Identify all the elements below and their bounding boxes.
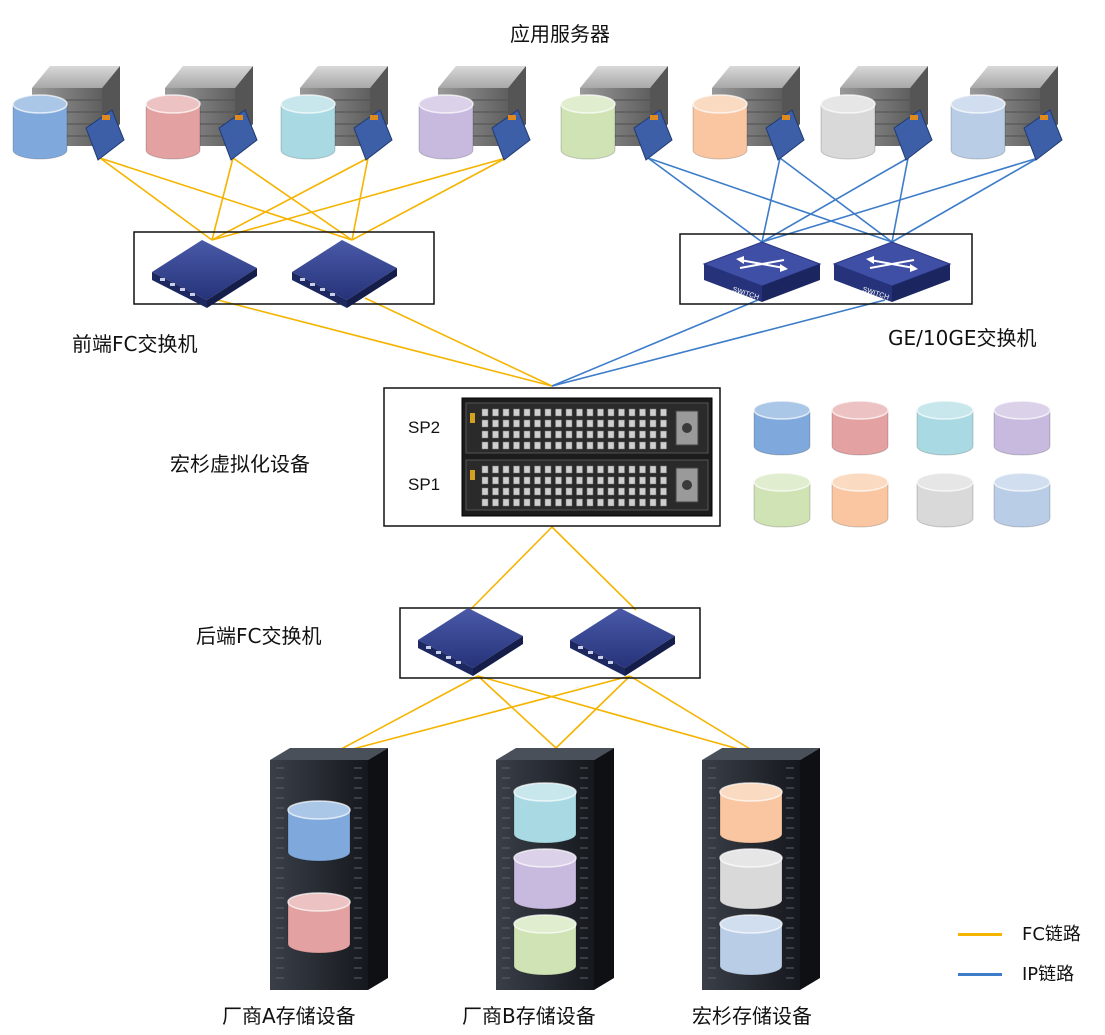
disk-volume-icon <box>287 892 351 954</box>
disk-volume-icon <box>287 800 351 862</box>
fc-link <box>329 675 479 756</box>
ip-link <box>551 299 759 387</box>
storage-b-label: 厂商B存储设备 <box>462 1004 596 1028</box>
ge-switch-label: GE/10GE交换机 <box>888 326 1037 350</box>
disk-volume-icon <box>753 400 811 456</box>
group-boxes <box>133 231 973 679</box>
legend-ip-line <box>958 973 1002 976</box>
rack-server-icon <box>560 66 673 161</box>
fc-link <box>232 157 353 241</box>
legend-fc-label: FC链路 <box>1022 924 1081 945</box>
disk-volume-icon <box>513 914 577 976</box>
fc-link <box>477 675 761 756</box>
back-fc-switch-group <box>399 607 701 679</box>
ip-link <box>551 299 886 387</box>
disk-volume-icon <box>950 94 1006 160</box>
virtual-volumes <box>753 400 1051 528</box>
ip-link <box>647 157 893 243</box>
fc-switch-icon <box>292 240 397 308</box>
disk-volume-icon <box>831 400 889 456</box>
rack-server-icon <box>280 66 393 161</box>
storage-macrosan-label: 宏杉存储设备 <box>692 1004 812 1028</box>
ip-switch-icon: SWITCH <box>832 241 952 302</box>
sp2-label: SP2 <box>408 418 441 437</box>
fc-link <box>555 675 631 749</box>
fc-switch-icon <box>418 608 523 676</box>
ip-link <box>891 157 1039 243</box>
disk-volume-icon <box>719 782 783 844</box>
fc-link <box>211 157 507 241</box>
fc-link <box>477 675 557 749</box>
disk-volume-icon <box>719 914 783 976</box>
virtualization-chassis-icon <box>461 397 713 517</box>
front-fc-switch-group <box>133 231 435 305</box>
disk-volume-icon <box>418 94 474 160</box>
disk-volume-icon <box>513 848 577 910</box>
ip-switch-icon: SWITCH <box>702 241 822 302</box>
fc-link <box>99 157 353 241</box>
disk-volume-icon <box>719 848 783 910</box>
page-title: 应用服务器 <box>510 22 610 46</box>
storage-towers <box>270 748 820 990</box>
fc-link <box>99 157 213 241</box>
link-lines <box>99 157 1039 756</box>
storage-a-label: 厂商A存储设备 <box>222 1004 356 1028</box>
virtualization-group <box>383 387 721 527</box>
rack-server-icon <box>418 66 531 161</box>
storage-tower-icon <box>496 748 614 990</box>
ip-link <box>761 157 909 243</box>
fc-link <box>551 526 637 611</box>
fc-link <box>209 297 553 387</box>
disk-volume-icon <box>993 400 1051 456</box>
disk-volume-icon <box>916 472 974 528</box>
disk-volume-icon <box>993 472 1051 528</box>
rack-server-icon <box>820 66 933 161</box>
storage-tower-icon <box>702 748 820 990</box>
storage-tower-icon <box>270 748 388 990</box>
disk-volume-icon <box>513 782 577 844</box>
disk-volume-icon <box>280 94 336 160</box>
legend-fc-line <box>958 933 1002 936</box>
sp1-label: SP1 <box>408 475 441 494</box>
fc-link <box>629 675 761 756</box>
fc-link <box>351 157 507 241</box>
ge-switch-group <box>679 233 973 305</box>
fc-link <box>211 157 234 241</box>
rack-server-icon <box>12 66 125 161</box>
front-fc-switch-label: 前端FC交换机 <box>72 332 198 356</box>
ip-link <box>647 157 763 243</box>
disk-volume-icon <box>753 472 811 528</box>
ip-link <box>761 157 781 243</box>
disk-volume-icon <box>145 94 201 160</box>
disk-volume-icon <box>820 94 876 160</box>
fc-switch-icon <box>570 608 675 676</box>
disk-volume-icon <box>12 94 68 160</box>
disk-volume-icon <box>916 400 974 456</box>
ip-link <box>761 157 1039 243</box>
fc-link <box>211 157 369 241</box>
virtualization-unit <box>461 397 713 517</box>
legend-ip-label: IP链路 <box>1022 964 1075 985</box>
rack-server-icon <box>692 66 805 161</box>
fc-link <box>329 675 631 756</box>
disk-volume-icon <box>560 94 616 160</box>
rack-server-icon <box>145 66 258 161</box>
disk-volume-icon <box>831 472 889 528</box>
fc-link <box>364 297 553 387</box>
disk-volume-icon <box>692 94 748 160</box>
rack-server-icon <box>950 66 1063 161</box>
fc-link <box>469 526 553 611</box>
fc-switch-icon <box>152 240 257 308</box>
virtualization-label: 宏杉虚拟化设备 <box>170 452 310 476</box>
application-servers <box>12 66 1063 161</box>
back-fc-switch-label: 后端FC交换机 <box>196 624 322 648</box>
